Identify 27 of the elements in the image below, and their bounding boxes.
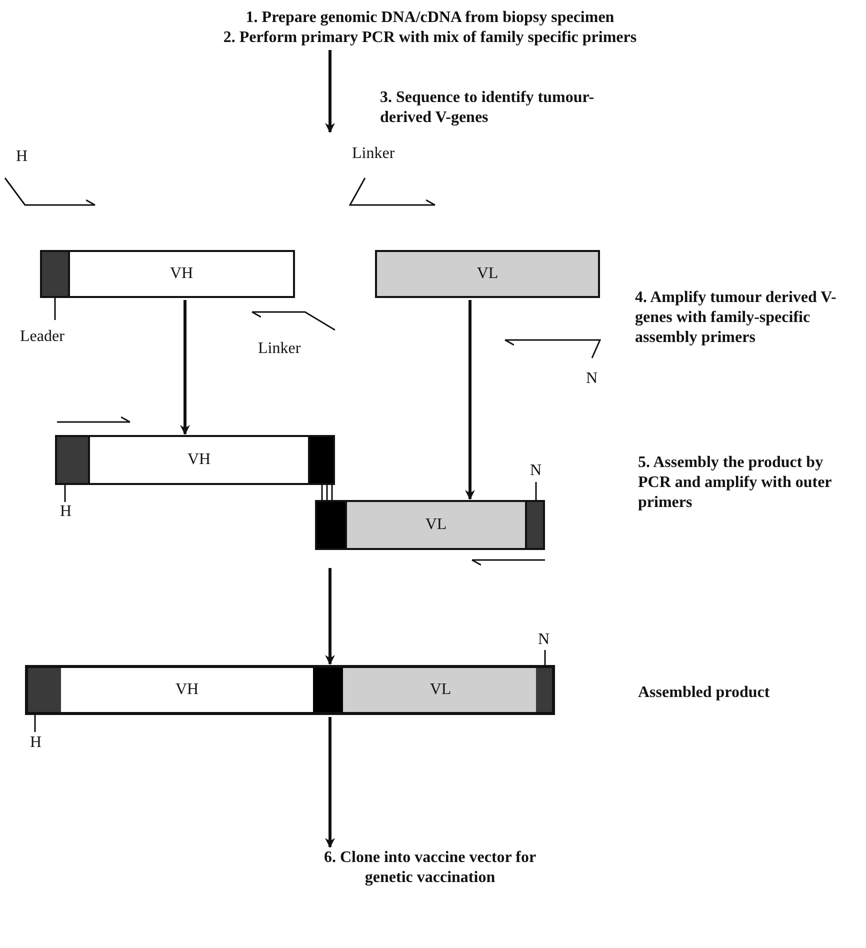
arrow [465,300,475,500]
primer-label: Linker [352,145,395,163]
primer-label: N [586,370,598,388]
arrow [180,300,190,435]
product-label: Assembled product [638,683,770,703]
tag-label: H [60,503,72,521]
step-text: 4. Amplify tumour derived V-genes with family-specific assembly primers [635,288,838,348]
gene-segment-box: VH [88,435,310,485]
step-text: 3. Sequence to identify tumour-derived V-genes [380,88,596,128]
primer-label: Linker [258,340,301,358]
gene-segment-box: VL [345,500,527,550]
step-text: 2. Perform primary PCR with mix of family specific primers [222,28,638,48]
segment-label: Leader [20,328,64,346]
arrow [325,50,335,133]
tag-label: H [30,734,42,752]
arrow [325,717,335,848]
assembled-gene-bar [25,665,555,715]
step-text: 5. Assembly the product by PCR and amplify with outer primers [638,453,832,513]
gene-segment-box: VL [343,668,538,712]
step-text: 1. Prepare genomic DNA/cDNA from biopsy specimen [244,8,616,28]
tag-label: N [538,631,550,649]
gene-segment-box: VH [68,250,295,298]
gene-segment-box: VL [375,250,600,298]
tag-label: N [530,462,542,480]
primer-label: H [16,148,28,166]
step-text: 6. Clone into vaccine vector for genetic vaccination [322,848,538,888]
arrow [325,568,335,665]
